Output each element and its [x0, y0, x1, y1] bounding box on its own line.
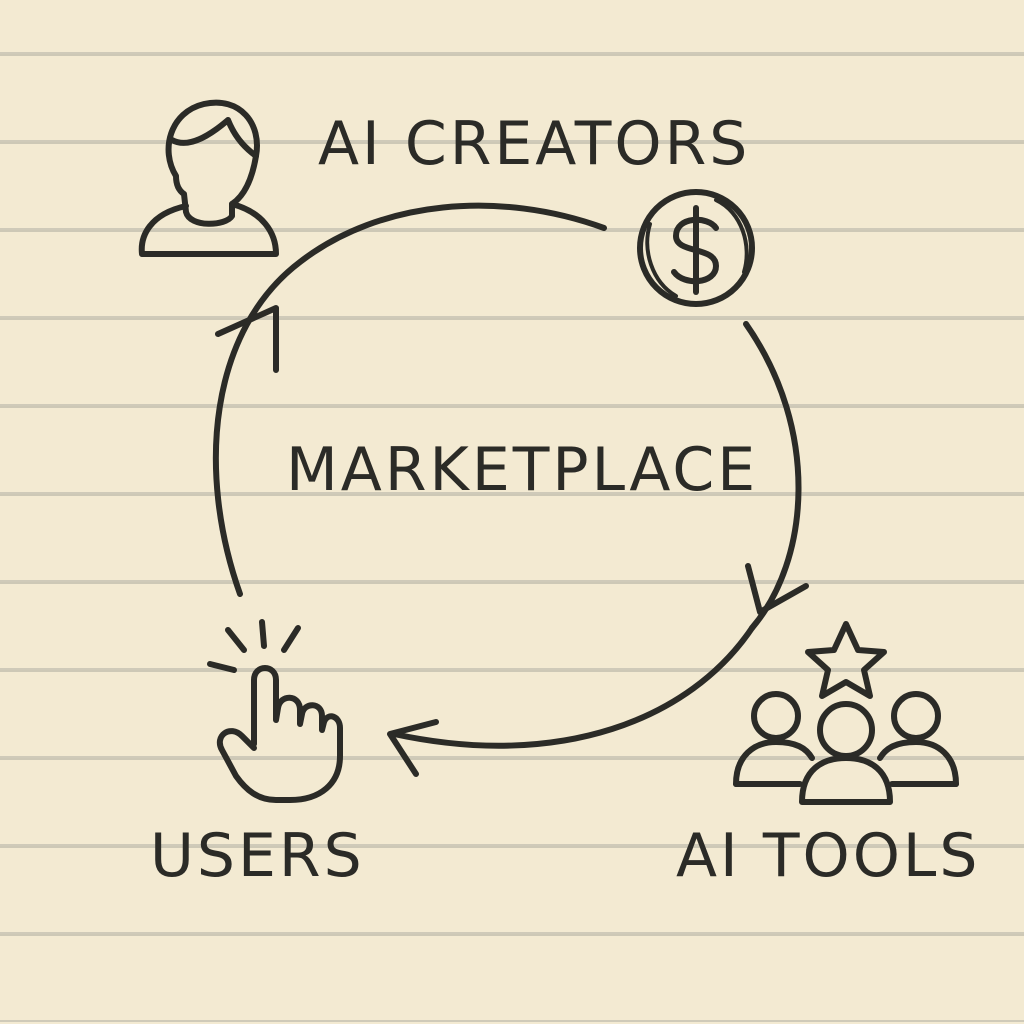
ruled-line	[0, 142, 1024, 144]
cycle-arrows	[212, 202, 809, 777]
dollar-coin-icon	[637, 189, 755, 307]
arrowhead-up	[215, 305, 279, 373]
users-label: USERS	[150, 821, 365, 891]
arrowhead-left	[387, 719, 439, 777]
ruled-line	[0, 318, 1024, 320]
arc-payment-to-tools	[743, 321, 802, 631]
ruled-line	[0, 406, 1024, 408]
person-icon	[138, 99, 279, 257]
ruled-line	[0, 54, 1024, 56]
group-star-icon	[733, 621, 959, 805]
marketplace-label: MARKETPLACE	[286, 435, 759, 505]
ruled-line	[0, 846, 1024, 848]
ruled-line	[0, 934, 1024, 936]
creators-label: AI CREATORS	[318, 109, 751, 179]
ruled-line	[0, 670, 1024, 672]
pointer-hand-icon	[207, 619, 343, 803]
arc-users-to-creators	[212, 202, 607, 597]
ruled-line	[0, 494, 1024, 496]
tools-label: AI TOOLS	[676, 821, 981, 891]
ruled-line	[0, 758, 1024, 760]
ruled-line	[0, 582, 1024, 584]
ruled-line	[0, 230, 1024, 232]
arrowhead-down	[745, 563, 809, 615]
arc-tools-to-users	[391, 625, 755, 749]
